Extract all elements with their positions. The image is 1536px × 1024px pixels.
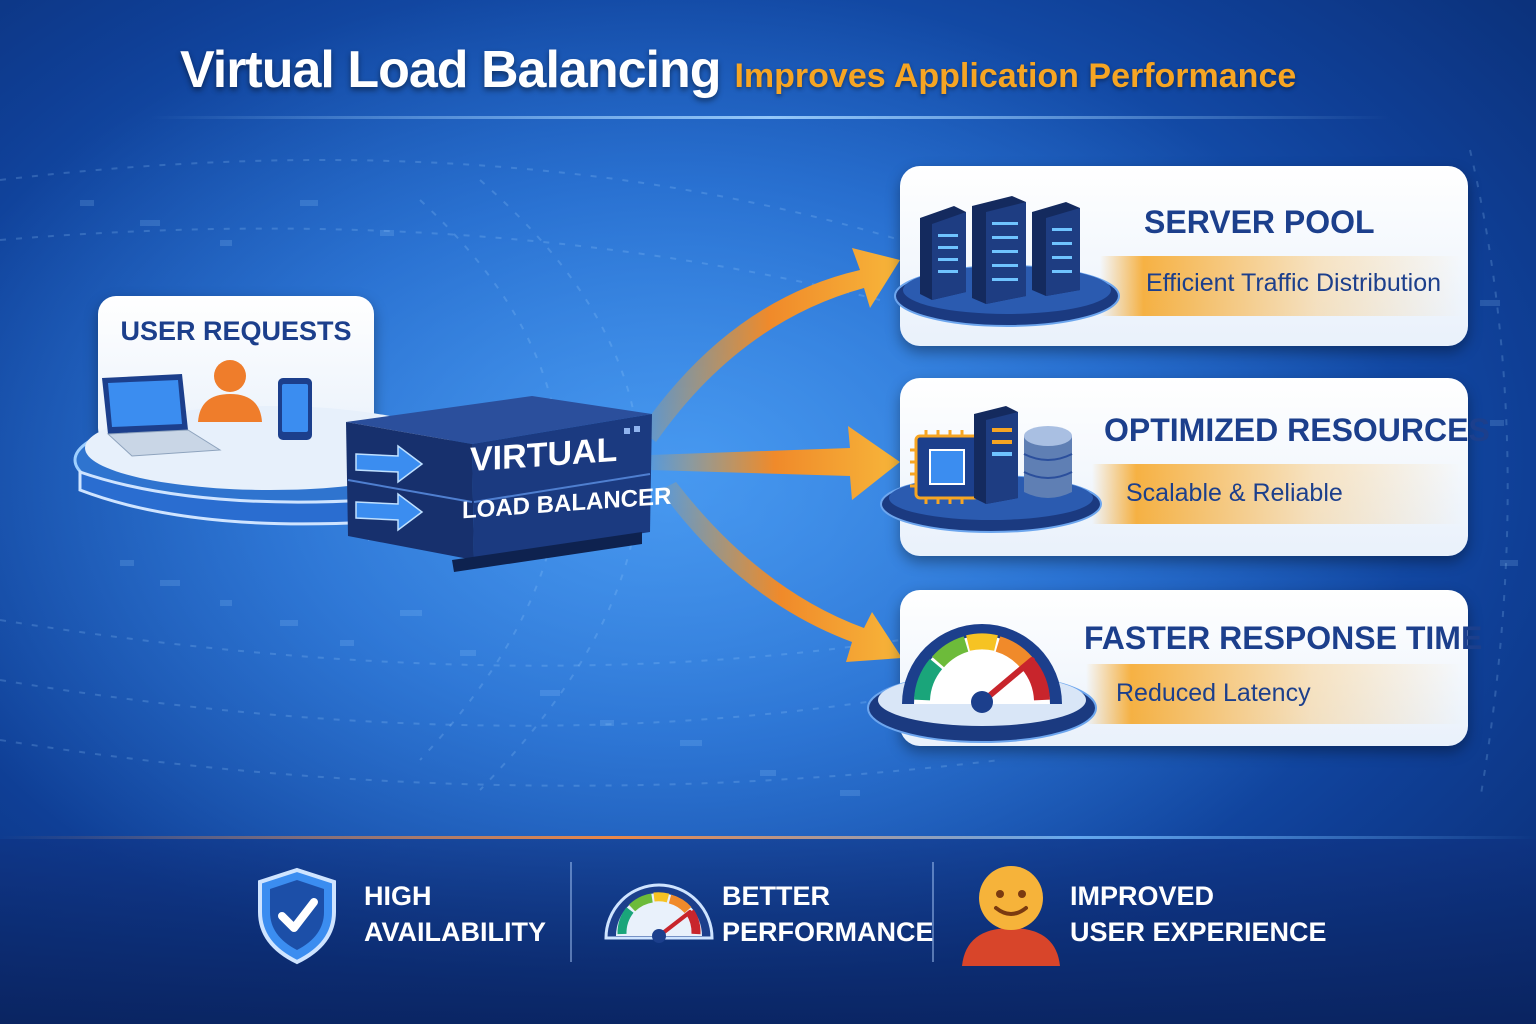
lb-input-arrow-top <box>355 444 424 484</box>
optimized-resources-subtitle: Scalable & Reliable <box>1126 479 1343 507</box>
speedometer-icon <box>867 624 1097 743</box>
shield-check-icon <box>258 867 336 965</box>
user-requests-label: USER REQUESTS <box>120 316 352 346</box>
server-tower-icon <box>974 406 1018 504</box>
footer-separator-2 <box>932 862 934 962</box>
footer-background <box>0 839 1536 1024</box>
database-icon <box>1023 426 1073 498</box>
page-title: Virtual Load Balancing Improves Applicati… <box>180 40 1380 100</box>
benefit-2-line1: BETTER <box>722 881 830 911</box>
distribution-arrows <box>640 248 902 662</box>
benefit-high-availability: HIGH AVAILABILITY <box>364 878 546 950</box>
benefit-improved-user-experience: IMPROVED USER EXPERIENCE <box>1070 878 1327 950</box>
title-subtitle: Improves Application Performance <box>734 57 1297 95</box>
arrow-to-optimized-resources <box>650 426 900 500</box>
user-icon <box>198 360 262 422</box>
optimized-resources-title: OPTIMIZED RESOURCES <box>1104 412 1490 448</box>
response-time-band <box>1086 664 1462 724</box>
server-pool-title: SERVER POOL <box>1144 204 1375 240</box>
title-main: Virtual Load Balancing <box>180 41 721 99</box>
benefit-3-line1: IMPROVED <box>1070 881 1215 911</box>
benefit-3-line2: USER EXPERIENCE <box>1070 917 1327 947</box>
cpu-chip-icon <box>910 430 980 504</box>
footer-divider <box>0 836 1536 839</box>
arrow-to-server-pool <box>640 248 900 442</box>
arrow-to-response-time <box>660 482 902 662</box>
cpu-storage-icon <box>880 406 1102 533</box>
laptop-icon <box>102 374 222 457</box>
smiling-user-icon <box>962 866 1060 966</box>
benefit-1-line1: HIGH <box>364 881 432 911</box>
performance-speedometer-icon <box>604 883 714 943</box>
response-time-subtitle: Reduced Latency <box>1116 679 1311 707</box>
server-pool-band <box>1100 256 1462 316</box>
smartphone-icon <box>278 378 312 440</box>
benefit-1-line2: AVAILABILITY <box>364 917 546 947</box>
server-pool-subtitle: Efficient Traffic Distribution <box>1146 269 1442 297</box>
benefit-2-line2: PERFORMANCE <box>722 917 934 947</box>
footer-separator-1 <box>570 862 572 962</box>
optimized-resources-band <box>1092 464 1462 524</box>
load-balancer-box <box>346 396 652 572</box>
benefit-better-performance: BETTER PERFORMANCE <box>722 878 934 950</box>
response-time-title: FASTER RESPONSE TIME <box>1084 620 1483 656</box>
server-rack-icon <box>894 196 1120 327</box>
title-divider <box>150 116 1390 119</box>
lb-input-arrow-bottom <box>355 492 424 532</box>
